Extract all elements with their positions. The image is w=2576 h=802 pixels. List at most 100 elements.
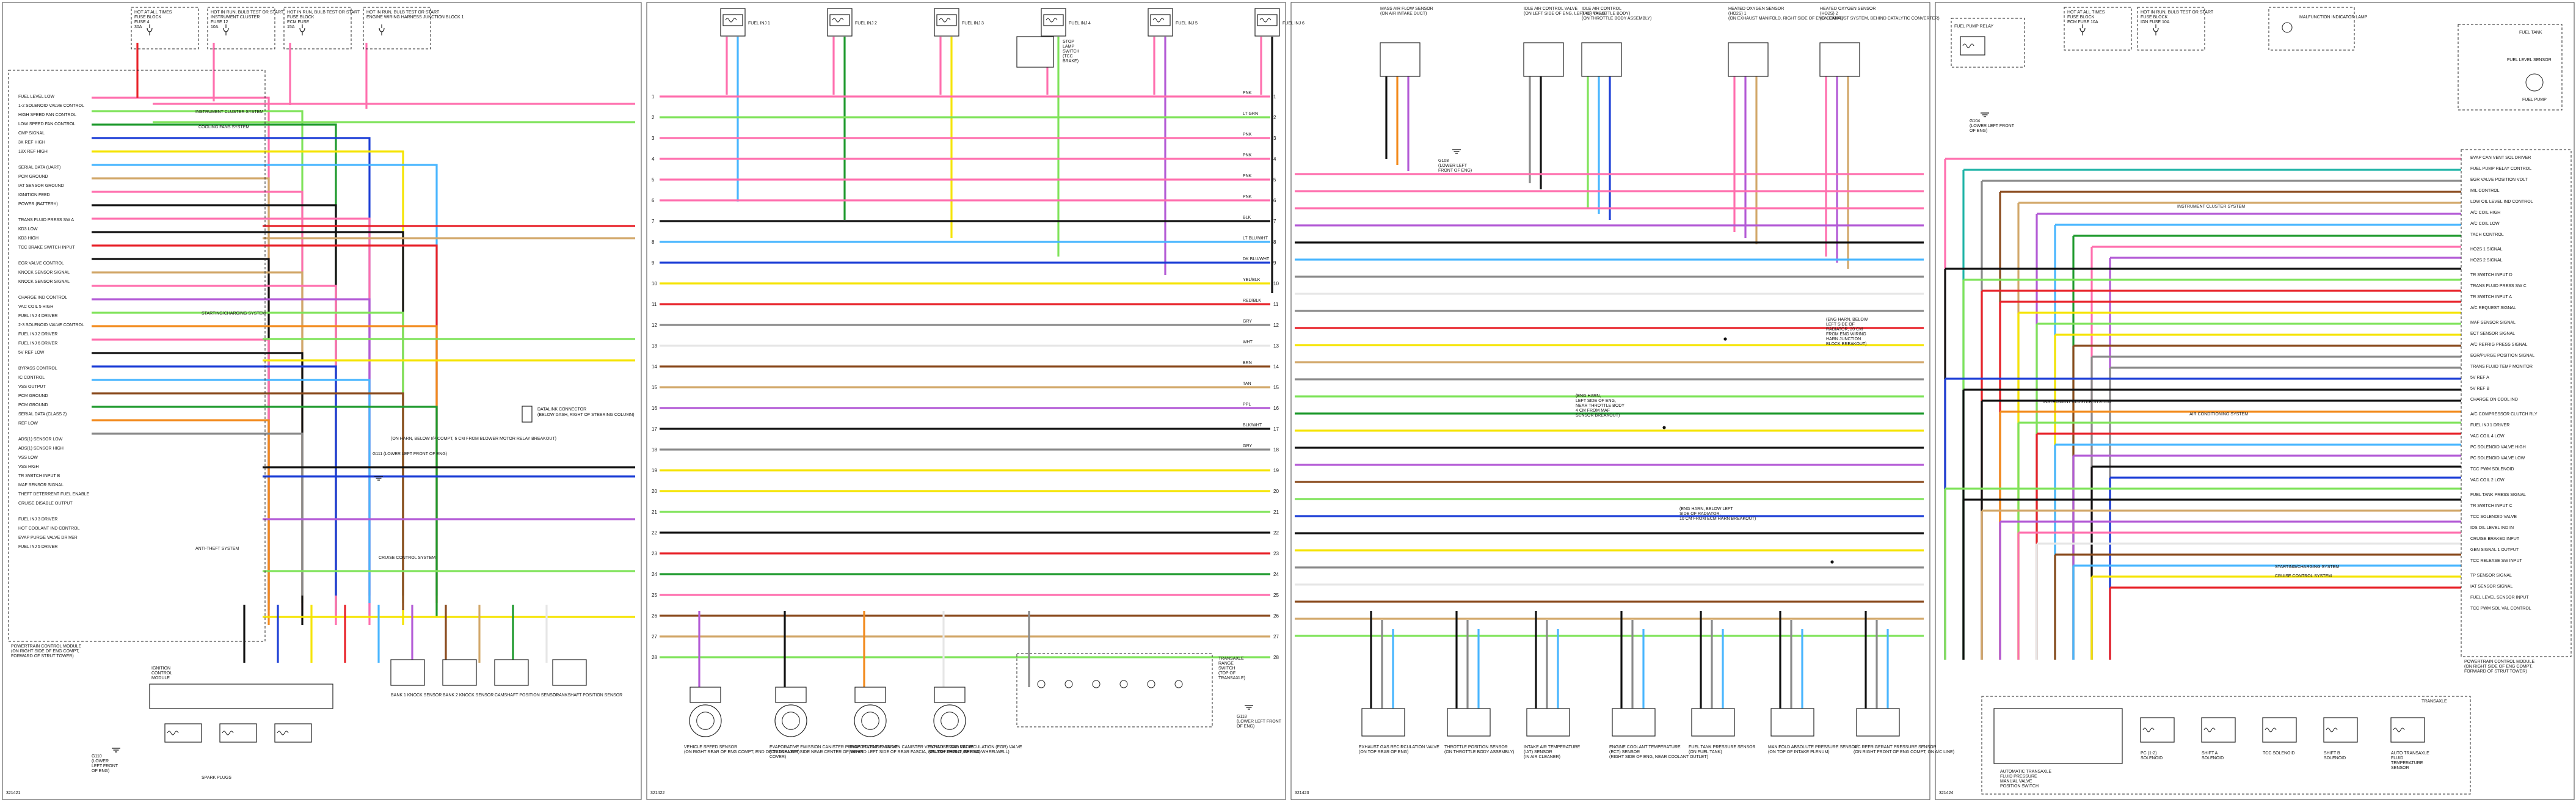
g108-label: (LOWER LEFT [1438, 164, 1468, 168]
sheet2-right-pin: 9 [1273, 260, 1276, 266]
note-splice-3: FROM ENG WIRING [1826, 332, 1866, 337]
sheet2-right-pin: 10 [1273, 281, 1279, 286]
bottom-sensor-connector-0 [689, 687, 721, 703]
fuel-injector-coil-6-coil-icon [1259, 18, 1272, 23]
transaxle-solenoid-label-2: TCC SOLENOID [2263, 751, 2295, 756]
sheet2-right-pin: 2 [1273, 115, 1276, 120]
fuse-block-1-text: FUSE 4 [134, 20, 150, 24]
sheet-code: 321422 [650, 791, 664, 795]
sheet2-wire-color-label: GRY [1243, 444, 1252, 448]
sheet2-left-pin: 9 [652, 260, 655, 266]
bottom-sensor-label-0: (ON TOP REAR OF ENG) [1359, 750, 1408, 754]
bottom-sensor-3 [933, 704, 966, 737]
fuse-box-label-0: HOT AT ALL TIMES [2067, 10, 2105, 15]
idle-air-control-valve [1523, 42, 1564, 77]
wire-s1-4 [92, 150, 404, 625]
ho2s-1-sensor [1728, 42, 1769, 77]
sheet2-right-pin: 23 [1273, 551, 1279, 556]
pcm-pin-label: HOT COOLANT IND CONTROL [18, 527, 80, 531]
note-splice-3: (ENG HARN, BELOW [1826, 318, 1868, 322]
pcm4-pin-label: TR SWITCH INPUT D [2470, 273, 2512, 277]
ground-g104-icon [1981, 112, 1989, 117]
pcm-module-label: FORWARD OF STRUT TOWER) [11, 654, 74, 658]
note-cruise-4: CRUISE CONTROL SYSTEM [2275, 574, 2332, 578]
bottom-sensor-label-1: (ON THROTTLE BODY ASSEMBLY) [1444, 750, 1514, 754]
pcm4-pin-label: A/C COIL HIGH [2470, 211, 2500, 215]
bottom-sensor-label-5: (ON TOP OF INTAKE PLENUM) [1768, 750, 1830, 754]
sheet-frame-4 [1935, 2, 2575, 800]
fuse-block-3-text: ECM FUSE [287, 20, 310, 24]
bottom-sensor-label-3: (RIGHT SIDE OF ENG, NEAR COOLANT OUTLET) [1609, 755, 1708, 759]
sheet2-right-pin: 3 [1273, 136, 1276, 141]
ho2s-1-sensor-label: (HO2S) 1 [1728, 12, 1747, 16]
g110-label: (LOWER [92, 759, 109, 764]
g108-label: FRONT OF ENG) [1438, 169, 1472, 173]
transaxle-range-switch [1016, 653, 1213, 727]
pcm-pin-label: POWER (BATTERY) [18, 202, 58, 206]
transaxle-range-label: TRANSAXLE [1218, 657, 1244, 661]
note-splice-1: (ENG HARN, BELOW LEFT [1679, 507, 1733, 511]
sheet2-left-pin: 24 [652, 572, 657, 577]
bank2-knock-sensor [442, 659, 477, 686]
g104-label: G104 [1970, 119, 1980, 123]
sheet2-left-pin: 25 [652, 592, 657, 598]
sheet2-left-pin: 15 [652, 385, 657, 390]
pcm4-pin-label: EVAP CAN VENT SOL DRIVER [2470, 156, 2531, 160]
g118-label: (LOWER LEFT FRONT [1237, 720, 1282, 724]
sheet2-right-pin: 21 [1273, 509, 1279, 515]
note-splice-3: HARN JUNCTION [1826, 337, 1861, 341]
g108-label: G108 [1438, 159, 1449, 163]
pcm-pin-label: FUEL INJ 6 DRIVER [18, 341, 57, 346]
pcm4-pin-label: TR SWITCH INPUT A [2470, 295, 2512, 299]
g104-label: (LOWER LEFT FRONT [1970, 124, 2015, 128]
wire-s1-9 [92, 217, 371, 625]
transaxle-solenoid-label-3: SHIFT B [2324, 751, 2340, 756]
fuel-injector-label: FUEL INJ 4 [1069, 21, 1091, 26]
bottom-sensor-5 [1770, 708, 1814, 737]
transaxle-solenoid-2-coil-icon [2265, 727, 2277, 732]
transaxle-solenoid-2 [2262, 717, 2297, 743]
sheet2-wire-color-label: PNK [1243, 91, 1252, 95]
wires [92, 37, 2461, 709]
pcm-module-label: (ON RIGHT SIDE OF ENG COMPT, [11, 649, 79, 654]
pcm4-pin-label: A/C COIL LOW [2470, 222, 2500, 226]
note-harness-location: (ON HARN, BELOW I/P COMPT, 6 CM FROM BLO… [391, 437, 556, 441]
transaxle-solenoid-1 [2201, 717, 2236, 743]
pcm-pin-label: PCM GROUND [18, 175, 48, 179]
sheet2-right-pin: 1 [1273, 94, 1276, 100]
bottom-sensor-0-inner [696, 712, 715, 730]
pcm-pin-label: 5V REF LOW [18, 351, 45, 355]
wire-s1-1 [92, 110, 304, 603]
fuse-block-1-text: FUSE BLOCK [134, 15, 162, 20]
wire-s1-21 [92, 379, 371, 603]
g118-label: G118 [1237, 715, 1247, 719]
transaxle-solenoid-0 [2140, 717, 2175, 743]
sheet2-left-pin: 2 [652, 115, 655, 120]
sheet2-right-pin: 19 [1273, 468, 1279, 473]
sheet2-right-pin: 6 [1273, 198, 1276, 203]
transaxle-solenoid-4 [2390, 717, 2425, 743]
bottom-sensor-3-inner [941, 712, 959, 730]
pcm-pin-label: HIGH SPEED FAN CONTROL [18, 113, 76, 117]
bottom-sensor-label-0: EXHAUST GAS RECIRCULATION VALVE [1359, 745, 1439, 749]
sheet2-right-pin: 4 [1273, 156, 1276, 162]
pcm-pin-label: PCM GROUND [18, 394, 48, 398]
fuel-pump-icon [2525, 73, 2544, 92]
fuse-block-3 [283, 7, 352, 49]
g118-label: OF ENG) [1237, 724, 1254, 729]
wire-s1-23 [92, 406, 438, 618]
pcm-pin-label: BYPASS CONTROL [18, 366, 57, 371]
sheet2-wire-color-label: WHT [1243, 340, 1253, 344]
spark-coil-3 [274, 723, 312, 743]
sheet2-right-pin: 12 [1273, 323, 1279, 328]
fluid-pressure-label: FLUID PRESSURE [2000, 775, 2037, 779]
components [8, 7, 2572, 795]
ground-g110-icon [112, 748, 120, 753]
note-splice-2: (ENG HARN, [1576, 394, 1601, 398]
bottom-sensor-label-3: (ECT) SENSOR [1609, 750, 1640, 754]
ho2s-2-sensor [1819, 42, 1860, 77]
pcm4-pin-label: EGR VALVE POSITION VOLT [2470, 178, 2528, 182]
ho2s-2-sensor-label: (ON EXHAUST SYSTEM, BEHIND CATALYTIC CON… [1820, 16, 1940, 21]
